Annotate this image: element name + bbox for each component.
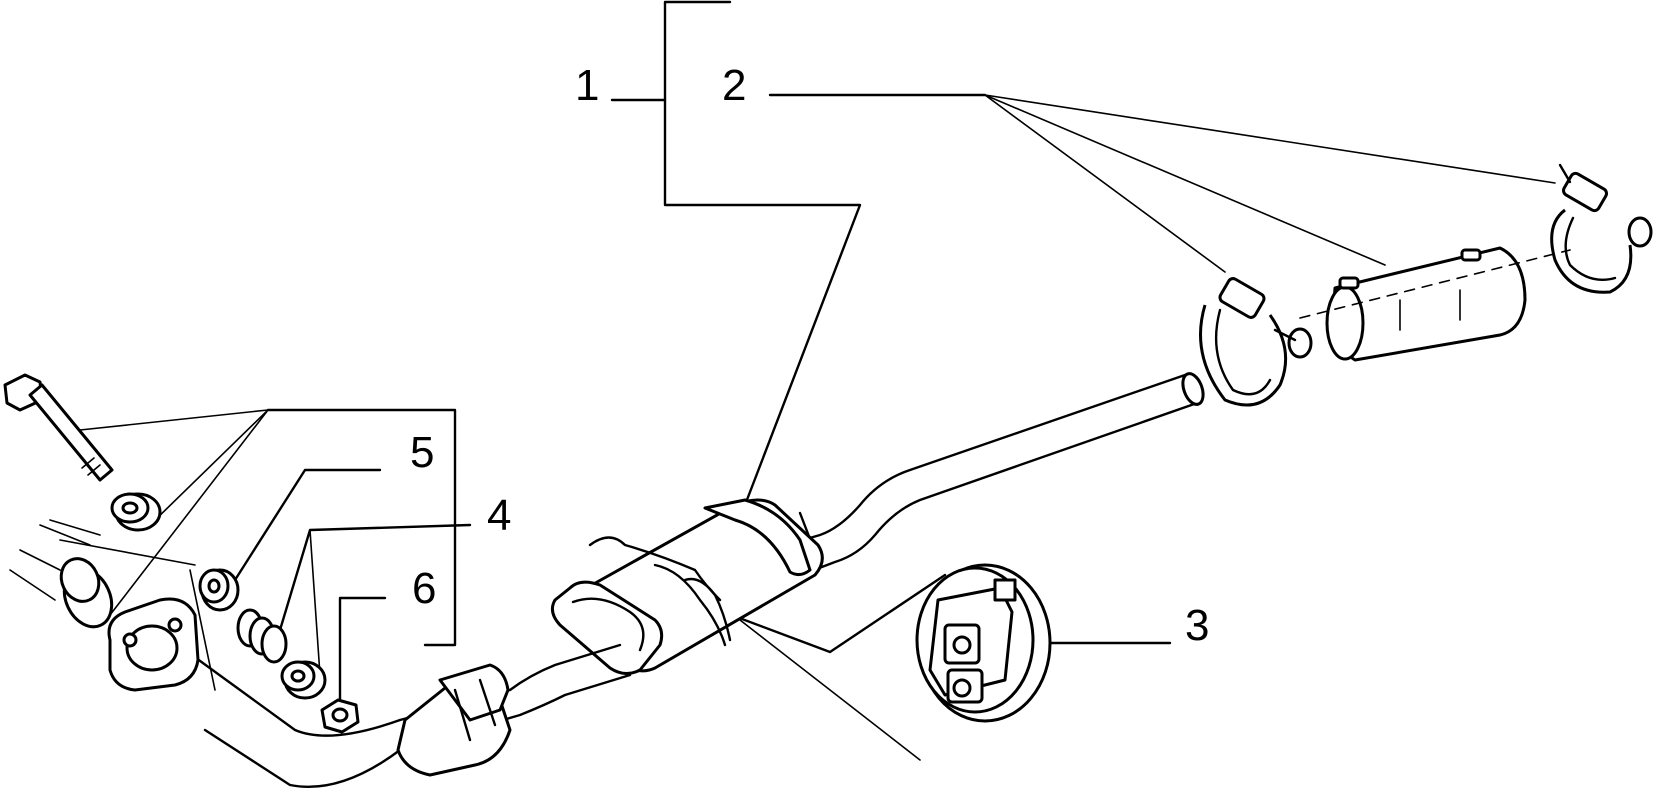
callout-1: 1	[575, 61, 599, 110]
washer	[198, 568, 240, 612]
callout-4: 4	[487, 491, 511, 540]
bolt	[3, 373, 114, 482]
centre-silencer	[550, 498, 824, 675]
flange-gasket	[107, 597, 200, 692]
leader-lines	[79, 0, 1556, 761]
callout-6: 6	[412, 564, 436, 613]
nut	[320, 698, 360, 734]
clamp-left	[1199, 277, 1313, 407]
sleeve-pipe	[1325, 246, 1527, 362]
callout-2: 2	[722, 61, 746, 110]
spring	[236, 608, 288, 664]
manifold-stub	[9, 519, 216, 691]
assembly-axis	[1299, 249, 1571, 319]
sleeve-washer	[280, 660, 327, 700]
callout-labels: 1 2 3 4 5 6	[410, 61, 1209, 650]
bolt-washer	[110, 492, 162, 532]
front-pipe	[183, 643, 632, 789]
rubber-mount	[915, 563, 1052, 723]
callout-3: 3	[1185, 601, 1209, 650]
clamp-right	[1550, 163, 1653, 294]
callout-5: 5	[410, 428, 434, 477]
